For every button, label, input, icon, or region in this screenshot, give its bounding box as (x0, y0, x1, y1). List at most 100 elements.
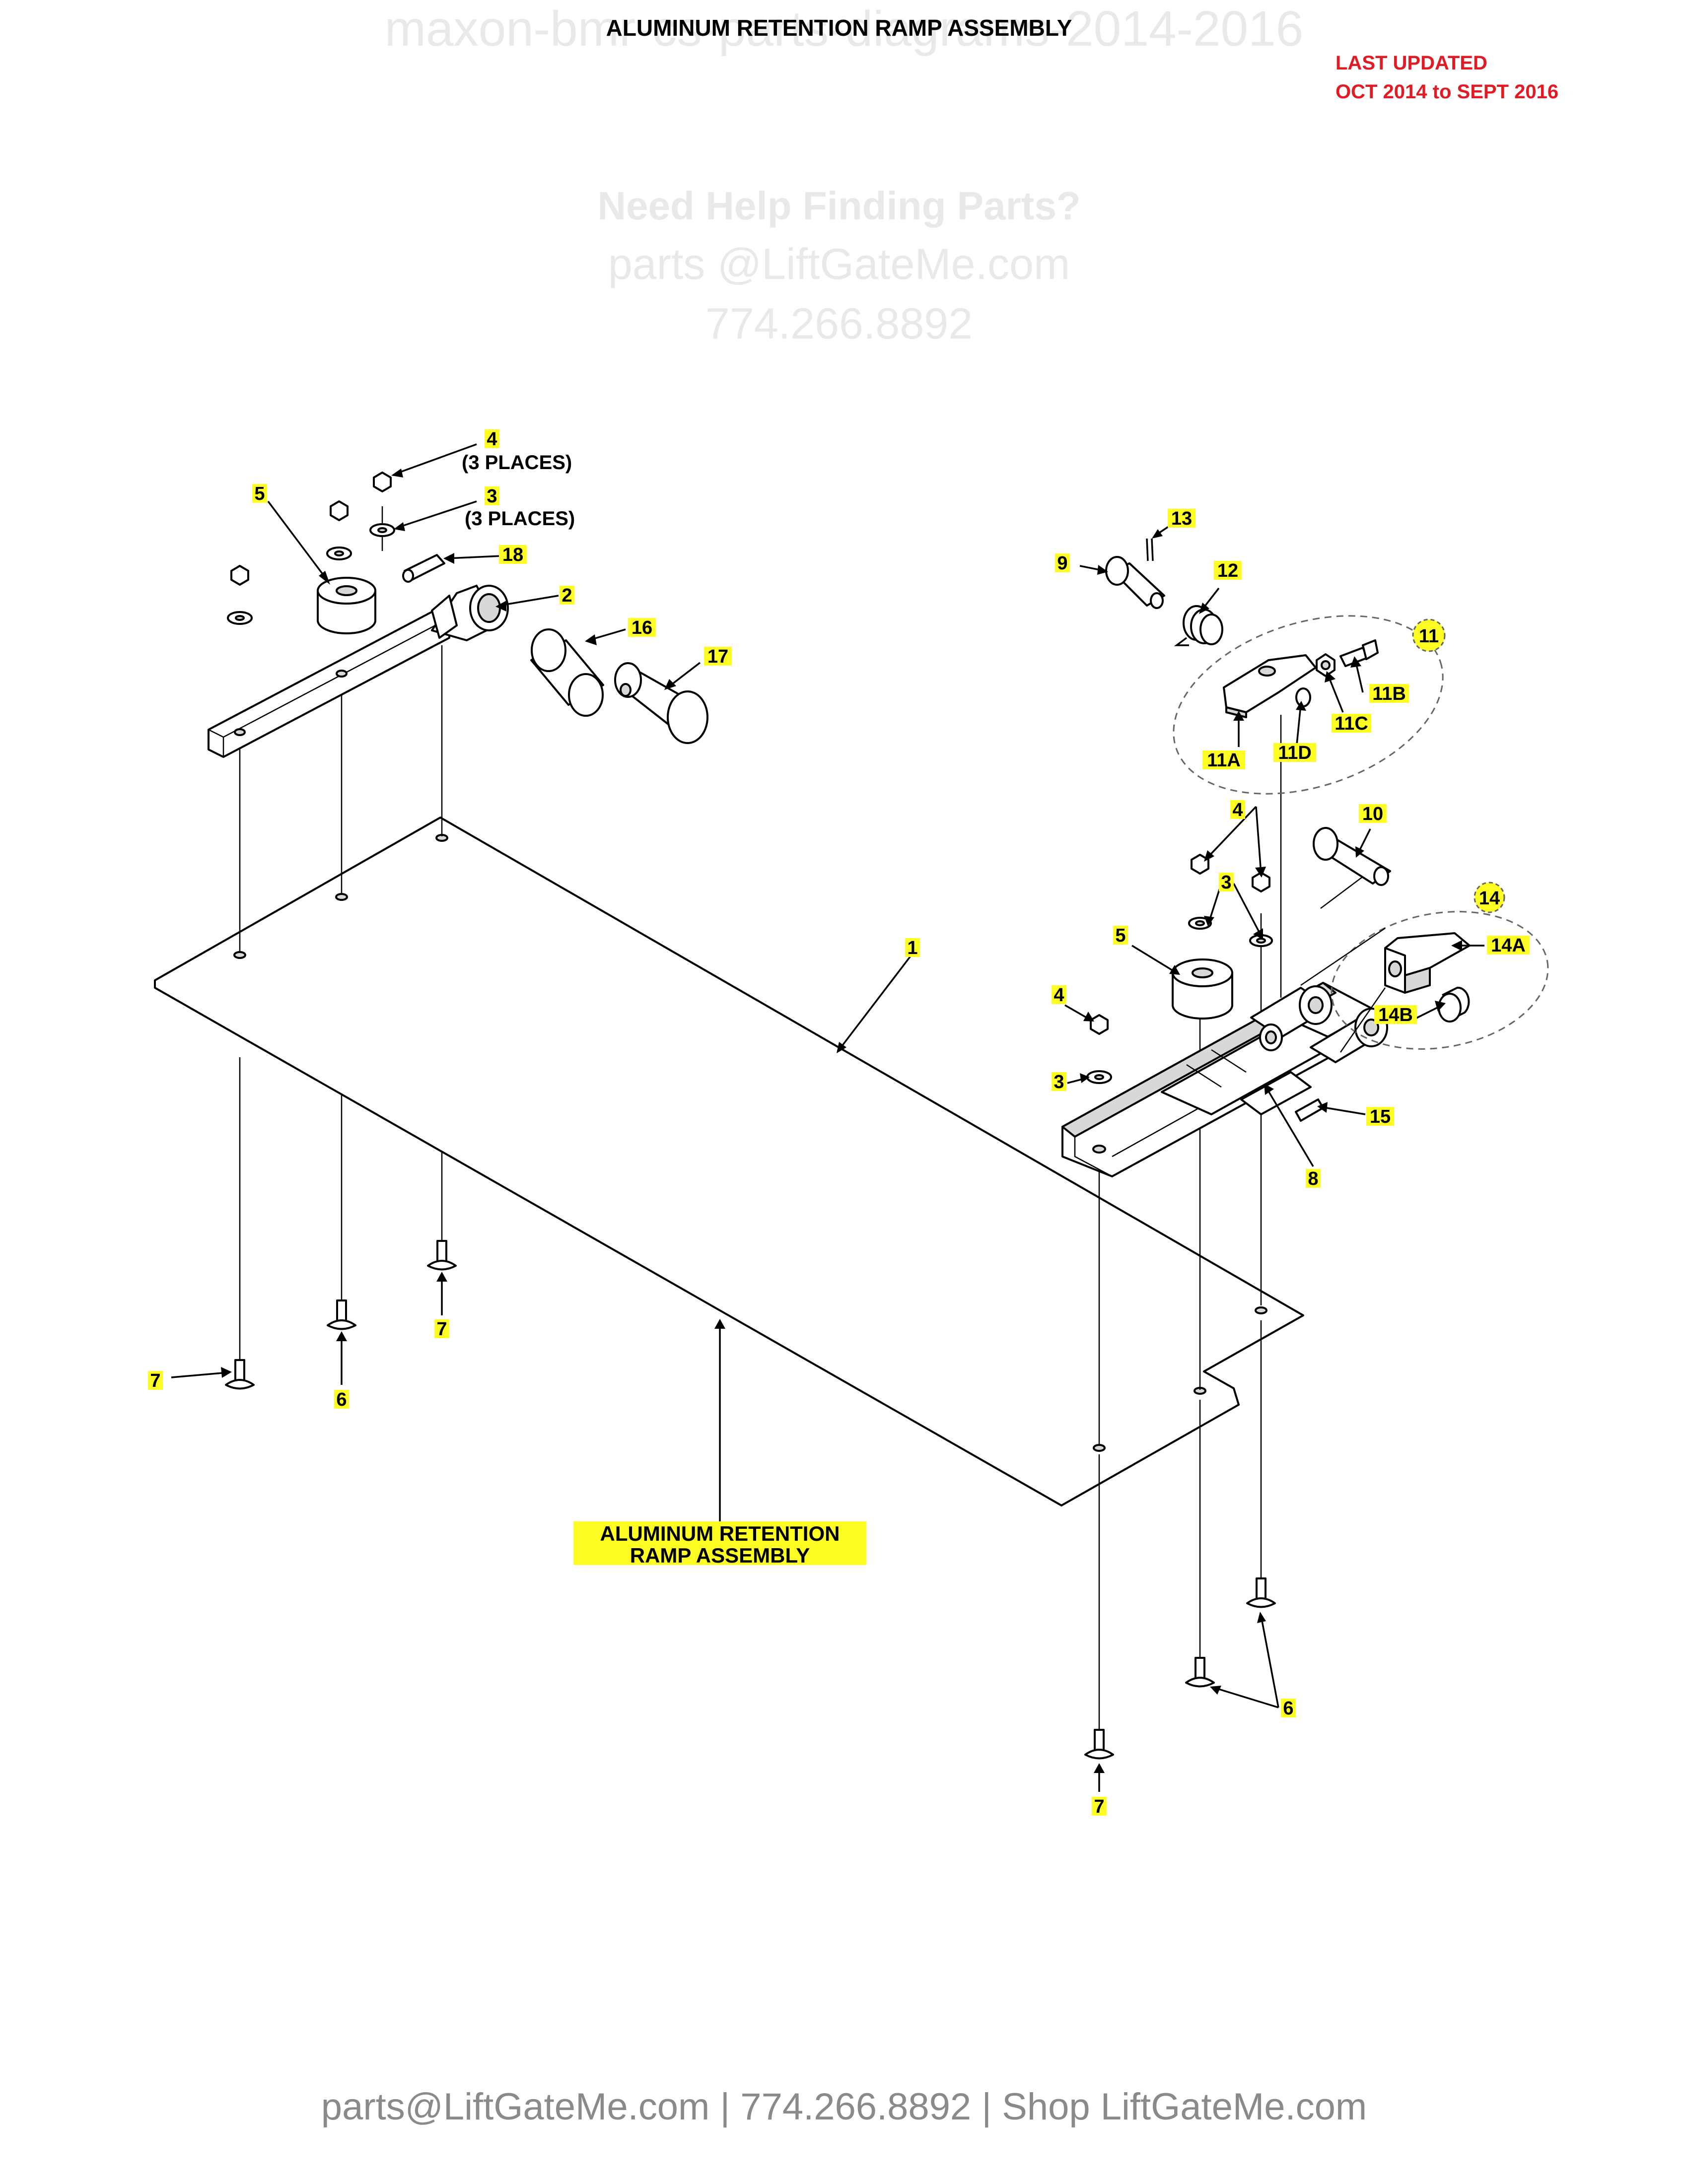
screw-7-left-a (225, 1359, 255, 1390)
label-14b: 14B (1374, 1005, 1417, 1025)
watermark-help-email: parts @LiftGateMe.com (608, 239, 1070, 288)
label-1: 1 (905, 938, 920, 958)
assembly-name-line1: ALUMINUM RETENTION (600, 1522, 840, 1545)
svg-text:11A: 11A (1207, 750, 1241, 771)
svg-text:15: 15 (1370, 1106, 1391, 1127)
svg-text:1: 1 (907, 938, 917, 958)
left-arm-bracket (208, 610, 450, 758)
label-18: 18 (499, 545, 527, 565)
label-10: 10 (1359, 804, 1387, 824)
plate-holes (233, 834, 1267, 1452)
label-14a: 14A (1487, 935, 1530, 956)
screw-6-left (327, 1299, 356, 1330)
spacer-5-left (317, 577, 376, 634)
svg-text:3: 3 (1221, 872, 1231, 893)
screw-6-right-a (1246, 1577, 1276, 1608)
pin-17 (614, 662, 708, 744)
pivot-tube-2 (431, 585, 509, 641)
label-9: 9 (1055, 553, 1070, 574)
svg-text:14: 14 (1479, 888, 1500, 909)
svg-text:12: 12 (1217, 560, 1238, 581)
cotter-pin-13 (1146, 538, 1154, 561)
page-title: ALUMINUM RETENTION RAMP ASSEMBLY (606, 15, 1072, 41)
svg-text:7: 7 (436, 1319, 447, 1340)
label-11a: 11A (1202, 750, 1245, 771)
label-14: 14 (1474, 882, 1505, 913)
latch-roller-11d (1295, 687, 1311, 707)
label-5-right: 5 (1113, 925, 1128, 946)
svg-text:11C: 11C (1335, 713, 1368, 734)
group-outline-11 (1173, 615, 1444, 795)
label-2: 2 (560, 585, 574, 606)
label-7-mid: 7 (434, 1319, 449, 1340)
label-4-left: 4 (485, 429, 499, 450)
svg-text:8: 8 (1308, 1168, 1318, 1189)
footer-contact: parts@LiftGateMe.com | 774.266.8892 | Sh… (321, 2086, 1367, 2128)
label-13: 13 (1168, 508, 1196, 529)
svg-text:17: 17 (707, 646, 728, 667)
leader-arrowheads (221, 469, 1462, 1773)
last-updated-line2: OCT 2014 to SEPT 2016 (1336, 81, 1558, 103)
screw-7-left-b (427, 1240, 457, 1271)
svg-text:7: 7 (1094, 1796, 1104, 1817)
label-5-left: 5 (252, 483, 267, 504)
svg-text:4: 4 (487, 429, 497, 450)
label-7-left: 7 (148, 1370, 163, 1391)
channel-lugs (1250, 985, 1388, 1063)
watermark-help-heading: Need Help Finding Parts? (597, 184, 1080, 228)
svg-text:14A: 14A (1491, 935, 1526, 956)
svg-text:7: 7 (150, 1370, 160, 1391)
washer-3-left (227, 523, 395, 625)
svg-text:9: 9 (1057, 553, 1067, 574)
svg-text:4: 4 (1232, 800, 1243, 820)
ramp-plate (154, 817, 1304, 1506)
label-16: 16 (628, 617, 656, 638)
svg-text:6: 6 (1283, 1698, 1293, 1719)
label-3-places: (3 PLACES) (465, 508, 575, 530)
callout-labels: 1 2 3 (3 PLACES) 4 (3 PLACES) 5 16 17 18… (148, 429, 1530, 1817)
roll-pin-18 (402, 554, 445, 583)
label-6-right: 6 (1281, 1698, 1296, 1719)
label-3-right: 3 (1219, 872, 1234, 893)
svg-text:5: 5 (1115, 925, 1125, 946)
svg-text:4: 4 (1054, 985, 1064, 1006)
svg-text:11D: 11D (1278, 743, 1312, 763)
label-4-lower: 4 (1052, 985, 1066, 1006)
block-14a (1384, 932, 1471, 994)
assembly-name-box: ALUMINUM RETENTION RAMP ASSEMBLY (573, 1521, 866, 1567)
label-3-left: 3 (485, 486, 499, 507)
pin-10 (1313, 827, 1391, 886)
pin-15 (1295, 1098, 1324, 1122)
label-11b: 11B (1369, 683, 1409, 704)
label-7-right: 7 (1092, 1796, 1107, 1817)
svg-text:2: 2 (562, 585, 572, 606)
label-4-places: (3 PLACES) (462, 452, 572, 474)
svg-text:13: 13 (1171, 508, 1192, 529)
svg-text:16: 16 (632, 617, 652, 638)
svg-text:11B: 11B (1372, 683, 1406, 704)
label-4-right: 4 (1230, 800, 1245, 820)
label-8: 8 (1306, 1168, 1321, 1189)
spacer-5-right (1172, 958, 1233, 1020)
svg-text:3: 3 (487, 486, 497, 507)
latch-11a (1223, 654, 1317, 718)
screw-7-right (1084, 1729, 1114, 1760)
label-11c: 11C (1332, 713, 1371, 734)
pin-9 (1105, 556, 1165, 609)
svg-text:10: 10 (1362, 804, 1383, 824)
bushing-16 (530, 628, 604, 717)
label-3-lower: 3 (1052, 1072, 1066, 1092)
svg-text:18: 18 (502, 545, 523, 565)
last-updated-line1: LAST UPDATED (1336, 52, 1487, 74)
label-17: 17 (704, 646, 732, 667)
label-11d: 11D (1273, 743, 1316, 763)
screw-6-right-b (1185, 1657, 1215, 1688)
group-outline-14 (1331, 911, 1549, 1050)
svg-text:3: 3 (1054, 1072, 1064, 1092)
nut-4-left (230, 472, 392, 586)
label-6-left: 6 (334, 1389, 349, 1410)
watermark-help-phone: 774.266.8892 (705, 299, 973, 348)
label-11: 11 (1412, 618, 1446, 652)
label-15: 15 (1366, 1106, 1394, 1127)
